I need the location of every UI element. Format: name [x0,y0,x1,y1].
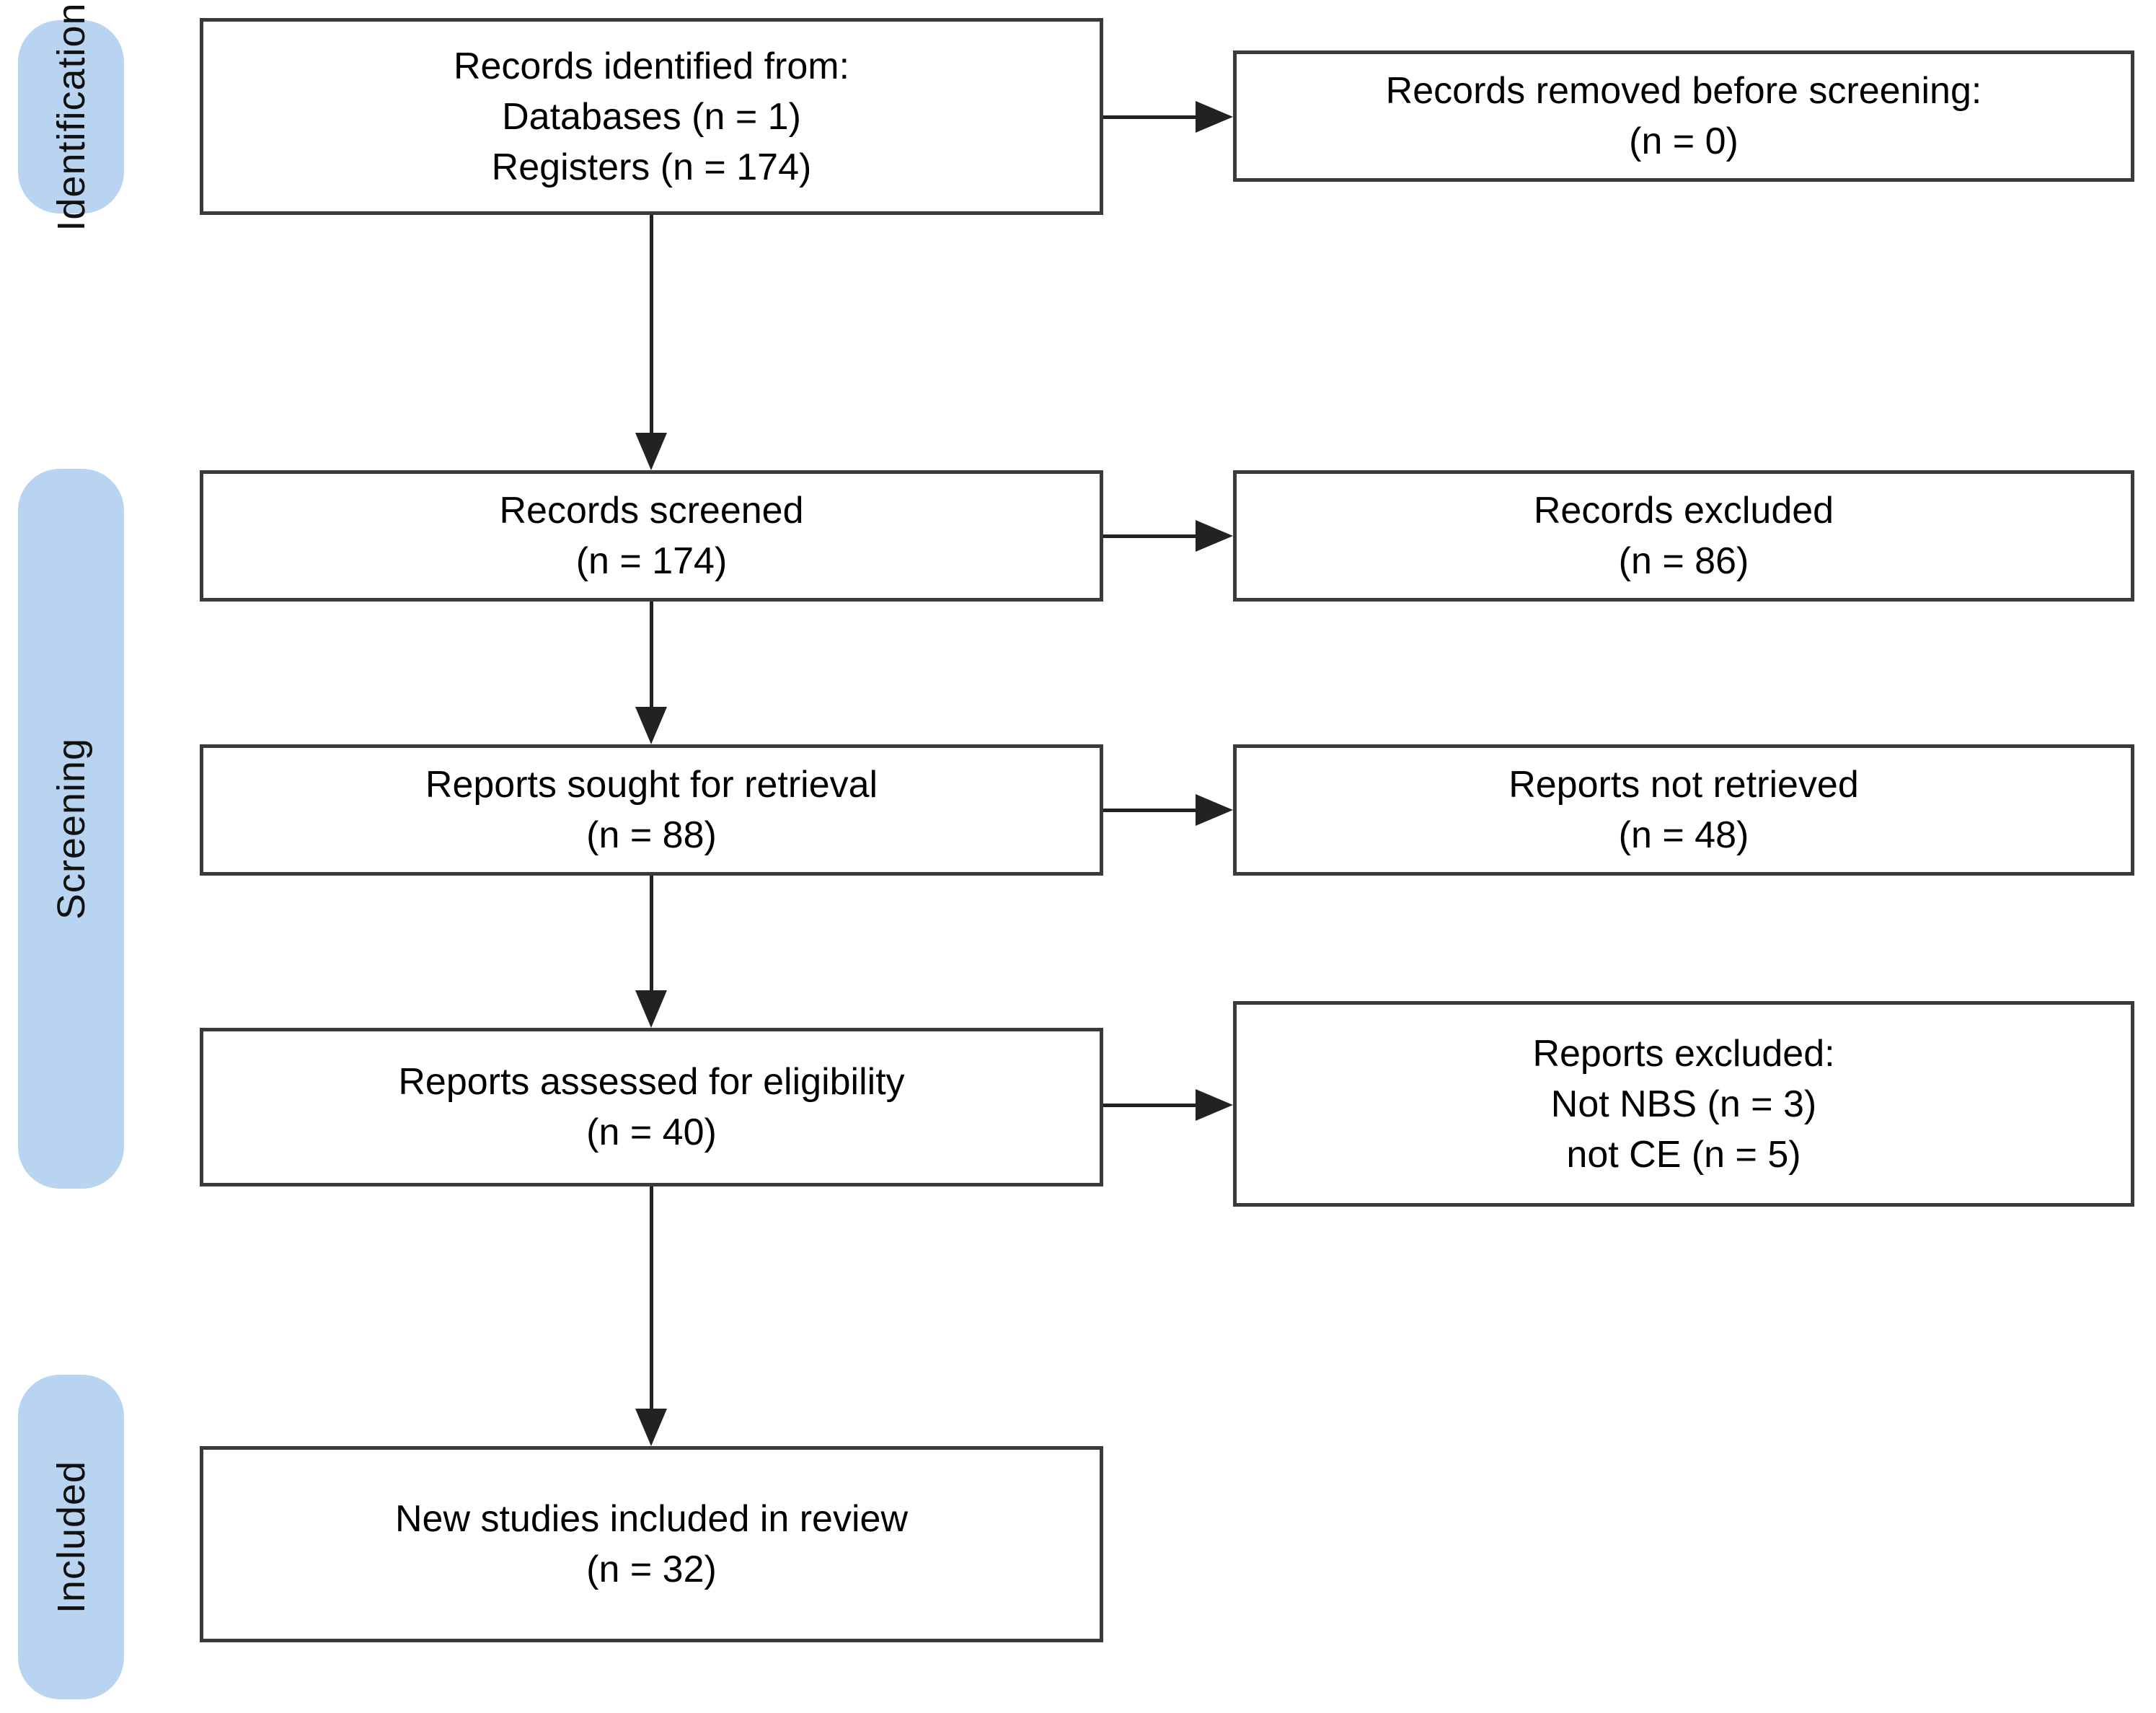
box-reports-not-retrieved-line1: Reports not retrieved [1508,764,1859,806]
box-records-excluded-line1: Records excluded [1533,490,1834,532]
stage-band-included: Included [18,1375,124,1699]
arrow-identified-to-screened-shaft [650,215,653,433]
stage-label-screening: Screening [49,737,93,920]
arrow-sought-to-not-retrieved-shaft [1103,809,1196,812]
box-reports-excluded-line1: Reports excluded: [1532,1032,1835,1075]
arrow-right-icon [1196,101,1233,133]
box-reports-sought-line2: (n = 88) [586,814,717,856]
box-reports-not-retrieved: Reports not retrieved (n = 48) [1233,744,2134,876]
box-records-removed-line2: (n = 0) [1629,120,1739,162]
box-records-removed: Records removed before screening: (n = 0… [1233,50,2134,182]
arrow-assessed-to-reports-excluded-shaft [1103,1104,1196,1107]
arrow-right-icon [1196,1089,1233,1121]
box-reports-assessed: Reports assessed for eligibility (n = 40… [200,1028,1103,1186]
box-records-screened: Records screened (n = 174) [200,470,1103,602]
stage-band-identification: Identification [18,2,124,232]
arrow-right-icon [1196,794,1233,826]
box-records-screened-line2: (n = 174) [575,540,728,582]
arrow-sought-to-assessed-shaft [650,876,653,990]
box-records-identified-line3: Registers (n = 174) [491,146,812,188]
box-records-excluded-line2: (n = 86) [1618,540,1749,582]
box-new-studies-line1: New studies included in review [394,1498,908,1540]
box-records-screened-line1: Records screened [499,490,804,532]
box-reports-sought-line1: Reports sought for retrieval [425,764,878,806]
box-reports-sought: Reports sought for retrieval (n = 88) [200,744,1103,876]
box-new-studies-line2: (n = 32) [586,1549,717,1590]
box-new-studies-included: New studies included in review (n = 32) [200,1446,1103,1642]
arrow-down-icon [635,990,667,1028]
arrow-identified-to-removed-shaft [1103,115,1196,119]
box-reports-not-retrieved-line2: (n = 48) [1618,814,1749,856]
box-records-identified-line2: Databases (n = 1) [502,95,801,138]
box-records-identified-line1: Records identified from: [453,45,850,87]
box-reports-excluded-line3: not CE (n = 5) [1566,1133,1801,1176]
box-reports-assessed-line2: (n = 40) [586,1111,717,1153]
stage-label-included: Included [49,1460,93,1614]
arrow-down-icon [635,707,667,744]
arrow-assessed-to-included-shaft [650,1186,653,1409]
box-reports-assessed-line1: Reports assessed for eligibility [398,1061,905,1103]
box-records-identified: Records identified from: Databases (n = … [200,18,1103,215]
box-reports-excluded-line2: Not NBS (n = 3) [1550,1083,1817,1125]
stage-label-identification: Identification [49,2,93,232]
arrow-down-icon [635,1409,667,1446]
arrow-screened-to-sought-shaft [650,602,653,707]
box-records-removed-line1: Records removed before screening: [1385,70,1982,112]
arrow-down-icon [635,433,667,470]
arrow-screened-to-excluded-shaft [1103,534,1196,538]
stage-band-screening: Screening [18,469,124,1189]
arrow-right-icon [1196,520,1233,552]
box-records-excluded: Records excluded (n = 86) [1233,470,2134,602]
box-reports-excluded: Reports excluded: Not NBS (n = 3) not CE… [1233,1001,2134,1207]
